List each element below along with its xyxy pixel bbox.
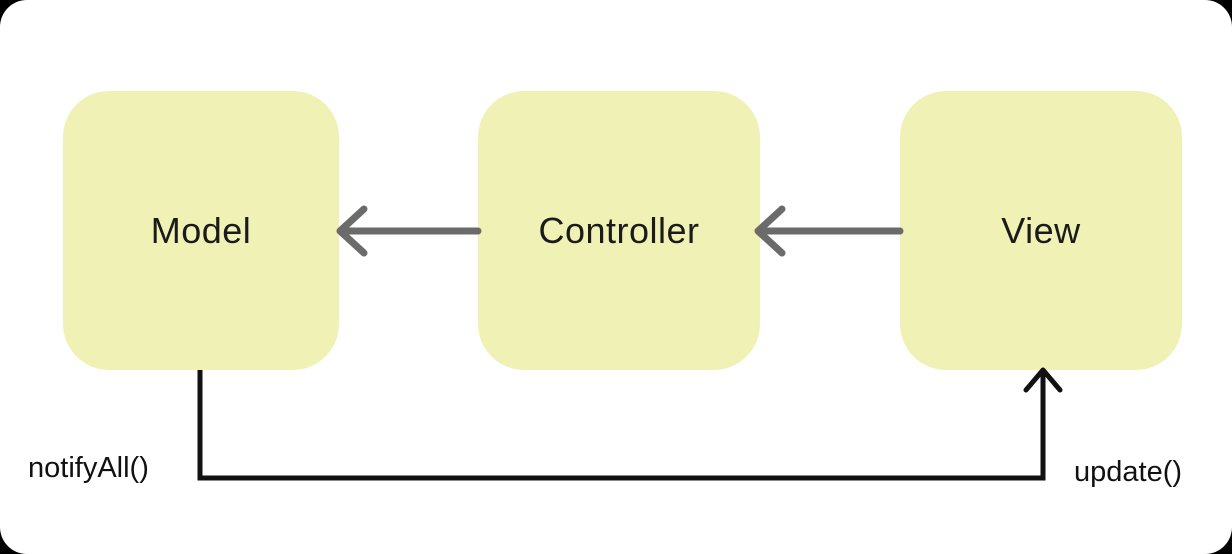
connector-model-to-view-path bbox=[197, 370, 1046, 481]
edge-label-update: update() bbox=[1074, 456, 1183, 488]
connector-model-to-view bbox=[197, 367, 1063, 481]
edge-label-notifyall: notifyAll() bbox=[28, 452, 149, 484]
arrow-view-to-controller-head-icon bbox=[754, 205, 786, 257]
node-controller: Controller bbox=[478, 91, 760, 370]
node-model-label: Model bbox=[150, 209, 252, 251]
arrow-view-to-controller bbox=[754, 205, 904, 257]
connector-model-to-view-head-icon bbox=[1023, 367, 1063, 393]
node-controller-label: Controller bbox=[538, 209, 700, 251]
arrow-controller-to-model bbox=[336, 205, 482, 257]
arrow-controller-to-model-head-icon bbox=[336, 205, 368, 257]
node-model: Model bbox=[63, 91, 339, 370]
node-view-label: View bbox=[1001, 209, 1081, 251]
node-view: View bbox=[900, 91, 1182, 370]
